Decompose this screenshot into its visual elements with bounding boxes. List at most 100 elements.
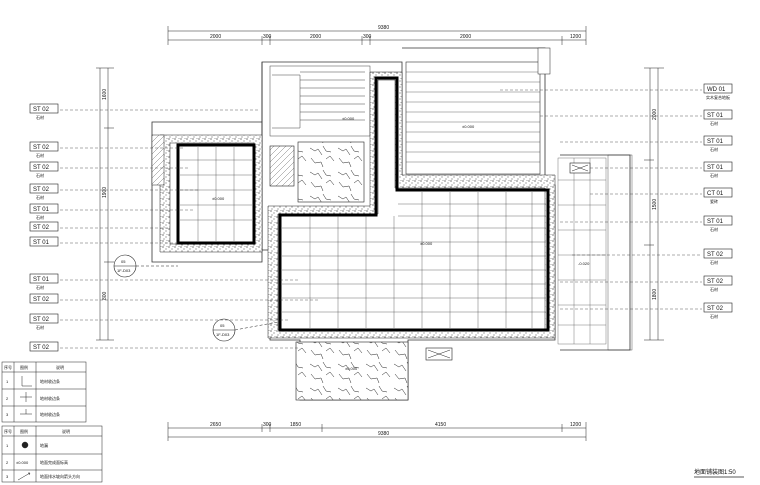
right-tag-6: ST 01 石材 <box>703 215 733 232</box>
legend-bottom-r3-num: 3 <box>6 474 9 479</box>
right-tag-3: ST 01 石材 <box>703 135 733 152</box>
floor-drain-cross-1 <box>571 164 589 172</box>
svg-text:石材: 石材 <box>710 313 718 319</box>
left-tag-4: ST 02 石材 <box>29 183 59 200</box>
elevation-lower-room: ±0.000 <box>345 366 358 371</box>
legend-table-top <box>1 361 87 423</box>
svg-text:石材: 石材 <box>36 324 44 330</box>
right-tag-4: ST 01 石材 <box>703 161 733 178</box>
svg-text:ST 01: ST 01 <box>33 240 50 246</box>
right-tag-2: ST 01 石材 <box>703 109 733 126</box>
right-dim-1: 2000 <box>652 109 658 120</box>
wc-fixture <box>269 145 295 187</box>
right-tag-7: ST 02 石材 <box>703 248 733 265</box>
bottom-dim-4: 4150 <box>435 422 446 428</box>
left-tag-1: ST 02 石材 <box>29 103 59 120</box>
top-dim-1: 2000 <box>210 34 221 40</box>
legend-bottom-r2-sym: ±0.000 <box>16 460 29 465</box>
elevation-left-room: ±0.000 <box>212 196 225 201</box>
drawing-title: 地面铺装图 <box>694 468 724 476</box>
left-tag-11: ST 02 <box>29 341 59 352</box>
elevation-corridor: ±0.000 <box>342 116 355 121</box>
right-tag-9: ST 02 石材 <box>703 302 733 319</box>
svg-text:石材: 石材 <box>36 214 44 220</box>
black-frame-lines <box>176 76 550 332</box>
legend-top-r3-num: 3 <box>6 412 9 417</box>
svg-text:ST 01: ST 01 <box>707 219 724 225</box>
left-tag-6: ST 02 <box>29 221 59 232</box>
legend-bottom-r3-desc: 地面排水坡向箭头方向 <box>40 473 80 479</box>
svg-text:石材: 石材 <box>710 286 718 292</box>
svg-text:WD 01: WD 01 <box>707 87 726 93</box>
section-ref-1-num: 05 <box>121 259 126 264</box>
wood-floor-room <box>405 61 541 175</box>
bottom-dimension-chain <box>167 422 587 441</box>
section-ref-2: 05 1F-D03 <box>212 318 279 342</box>
svg-text:ST 02: ST 02 <box>707 279 724 285</box>
svg-text:石材: 石材 <box>36 284 44 290</box>
drawing-scale: 1:50 <box>724 470 736 476</box>
bottom-dim-3: 1850 <box>290 422 301 428</box>
svg-text:石材: 石材 <box>710 120 718 126</box>
legend-top-r2-num: 2 <box>6 396 9 401</box>
door-block-left <box>151 134 165 186</box>
svg-text:ST 02: ST 02 <box>33 187 50 193</box>
legend-bottom-h1: 序号 <box>4 428 12 434</box>
svg-text:石材: 石材 <box>36 152 44 158</box>
right-dim-3: 1800 <box>652 289 658 300</box>
left-dimension-chain <box>96 67 114 341</box>
top-dim-2: 300 <box>263 34 272 40</box>
drawing-title-block: 地面铺装图 1:50 <box>694 468 744 478</box>
svg-text:ST 02: ST 02 <box>33 107 50 113</box>
legend-bottom-h2: 图例 <box>20 428 28 434</box>
terrace-tiles <box>557 154 633 351</box>
legend-bottom-r2-desc: 地面完成面标高 <box>40 459 68 465</box>
legend-top-h1: 序号 <box>4 364 12 370</box>
right-tag-1: WD 01 实木复合地板 <box>703 83 733 100</box>
legend-table-bottom <box>1 425 103 483</box>
left-tag-2: ST 02 石材 <box>29 141 59 158</box>
elevation-wood-room: ±0.000 <box>462 124 475 129</box>
bottom-dim-2: 300 <box>263 422 272 428</box>
section-ref-2-sheet: 1F-D03 <box>216 332 230 337</box>
left-dim-3: 800 <box>102 291 108 300</box>
svg-text:ST 02: ST 02 <box>707 306 724 312</box>
legend-bottom-r1-desc: 地漏 <box>40 442 48 448</box>
main-hall-tiles <box>282 192 546 328</box>
svg-text:ST 02: ST 02 <box>33 225 50 231</box>
svg-text:石材: 石材 <box>36 114 44 120</box>
floor-drain-cross-2 <box>427 349 451 359</box>
legend-top-h2: 图例 <box>20 364 28 370</box>
legend-bottom-r2-num: 2 <box>6 460 9 465</box>
top-dim-6: 1200 <box>570 34 581 40</box>
svg-text:石材: 石材 <box>710 172 718 178</box>
section-ref-2-num: 05 <box>220 323 225 328</box>
svg-text:ST 01: ST 01 <box>33 277 50 283</box>
legend-top-r3-desc: 地材收边条 <box>40 411 60 417</box>
svg-text:ST 02: ST 02 <box>33 345 50 351</box>
svg-text:石材: 石材 <box>710 259 718 265</box>
svg-text:ST 02: ST 02 <box>707 252 724 258</box>
svg-text:ST 02: ST 02 <box>33 297 50 303</box>
svg-text:实木复合地板: 实木复合地板 <box>706 94 730 100</box>
right-leaders <box>500 89 702 310</box>
left-tag-8: ST 01 石材 <box>29 273 59 290</box>
elevation-main-hall: ±0.000 <box>420 241 433 246</box>
left-dim-2: 1900 <box>102 187 108 198</box>
elevation-terrace: -0.020 <box>578 261 590 266</box>
top-dim-4: 300 <box>363 34 372 40</box>
left-dim-1: 1600 <box>102 89 108 100</box>
overall-dim-bottom: 9380 <box>378 431 389 437</box>
svg-text:石材: 石材 <box>710 226 718 232</box>
svg-text:ST 01: ST 01 <box>33 207 50 213</box>
svg-text:CT 01: CT 01 <box>707 191 724 197</box>
svg-text:瓷砖: 瓷砖 <box>710 198 718 204</box>
svg-text:ST 01: ST 01 <box>707 165 724 171</box>
left-tag-5: ST 01 石材 <box>29 203 59 220</box>
lower-marble-floor <box>295 341 409 401</box>
top-dimension-chain <box>167 26 587 45</box>
left-tag-9: ST 02 <box>29 293 59 304</box>
left-leaders <box>60 109 320 349</box>
svg-text:ST 02: ST 02 <box>33 145 50 151</box>
left-tag-7: ST 01 <box>29 236 59 247</box>
